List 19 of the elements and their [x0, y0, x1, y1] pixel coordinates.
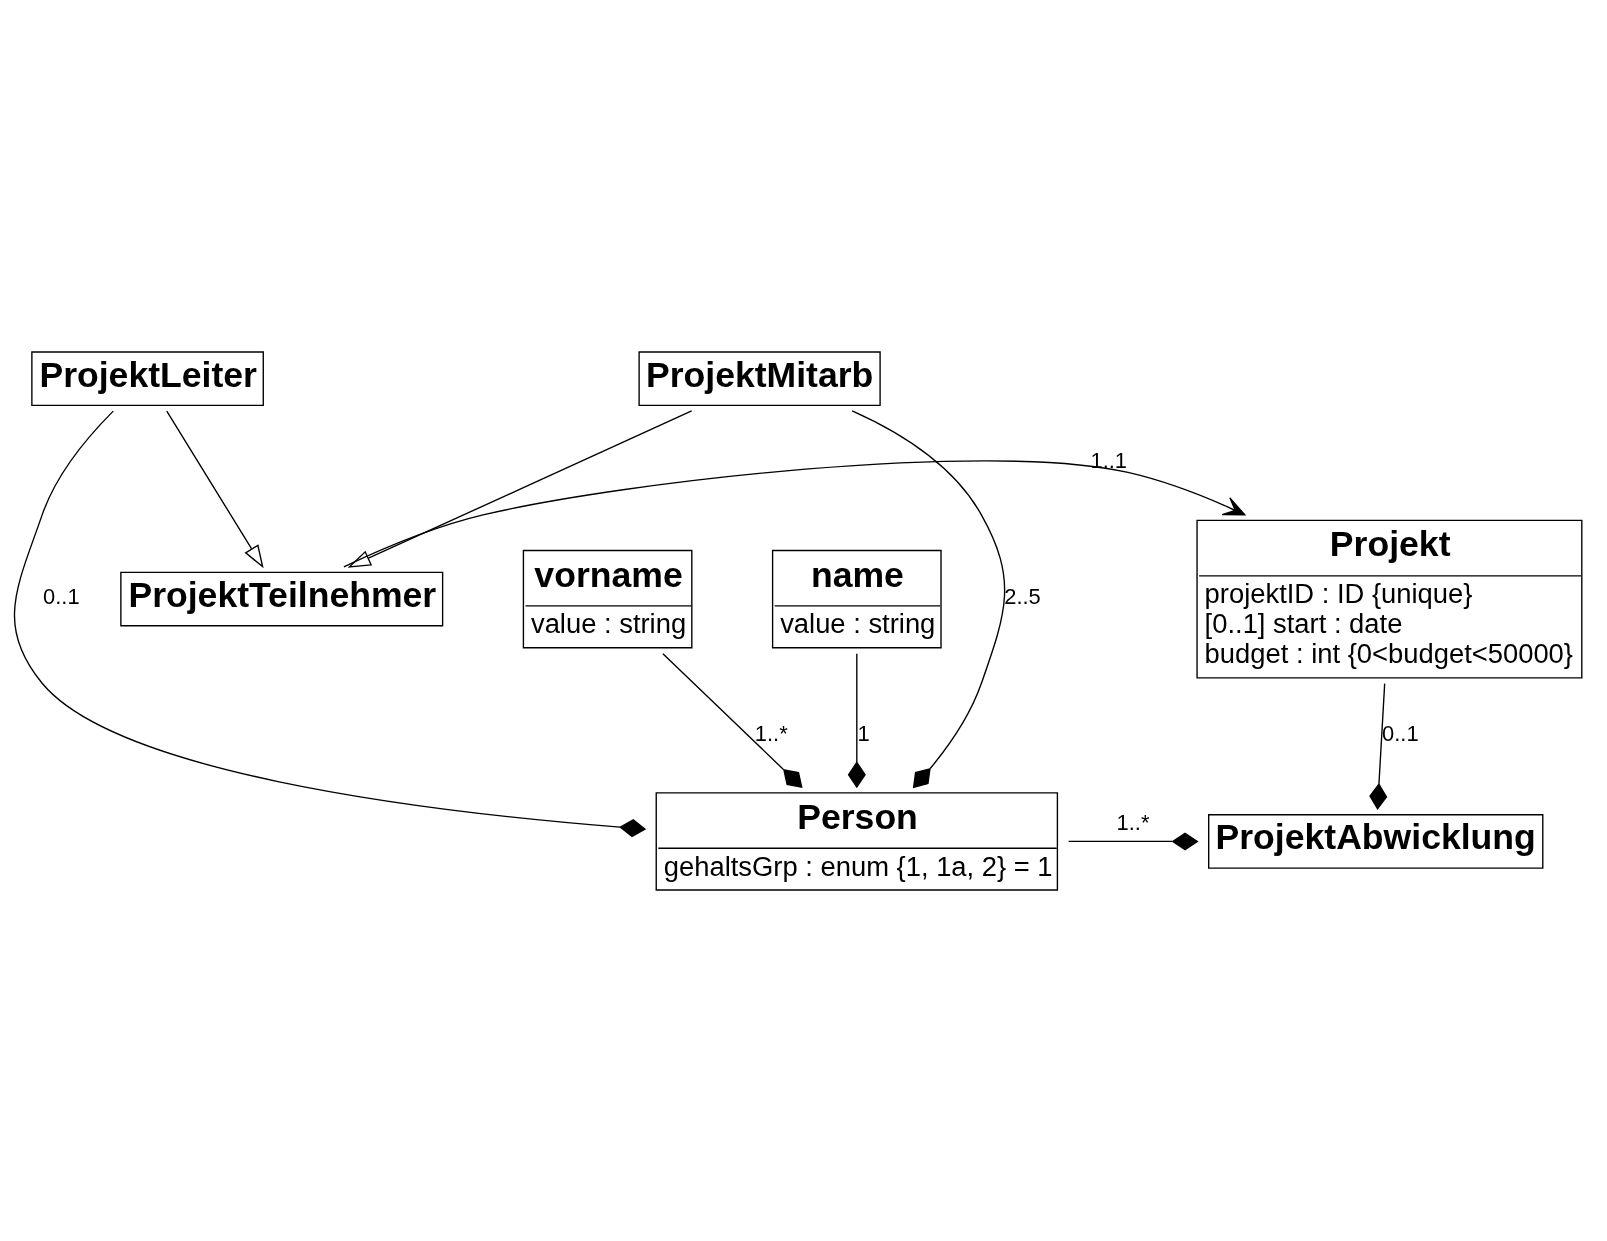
- connector: [1067, 831, 1199, 850]
- edge-label: 2..5: [1004, 583, 1041, 609]
- connector: [851, 409, 1006, 788]
- edge-label: 1..*: [1116, 809, 1150, 835]
- node-box: ProjektAbwicklung: [1208, 813, 1544, 869]
- arrow: [343, 459, 1246, 568]
- connector: [847, 652, 866, 788]
- edge-label: 1..*: [754, 720, 788, 746]
- edge-label: 0..1: [43, 583, 80, 609]
- connector: [13, 409, 647, 837]
- node-box: ProjektMitarb: [638, 350, 881, 406]
- connector: [1369, 682, 1388, 810]
- node-box: ProjektTeilnehmer: [120, 571, 444, 626]
- connector: [662, 652, 803, 788]
- arrow: [347, 409, 693, 568]
- edge-label: 1: [857, 720, 870, 746]
- node-box: ProjektLeiter: [31, 350, 264, 406]
- edge-label: 0..1: [1382, 720, 1419, 746]
- arrow: [166, 410, 264, 568]
